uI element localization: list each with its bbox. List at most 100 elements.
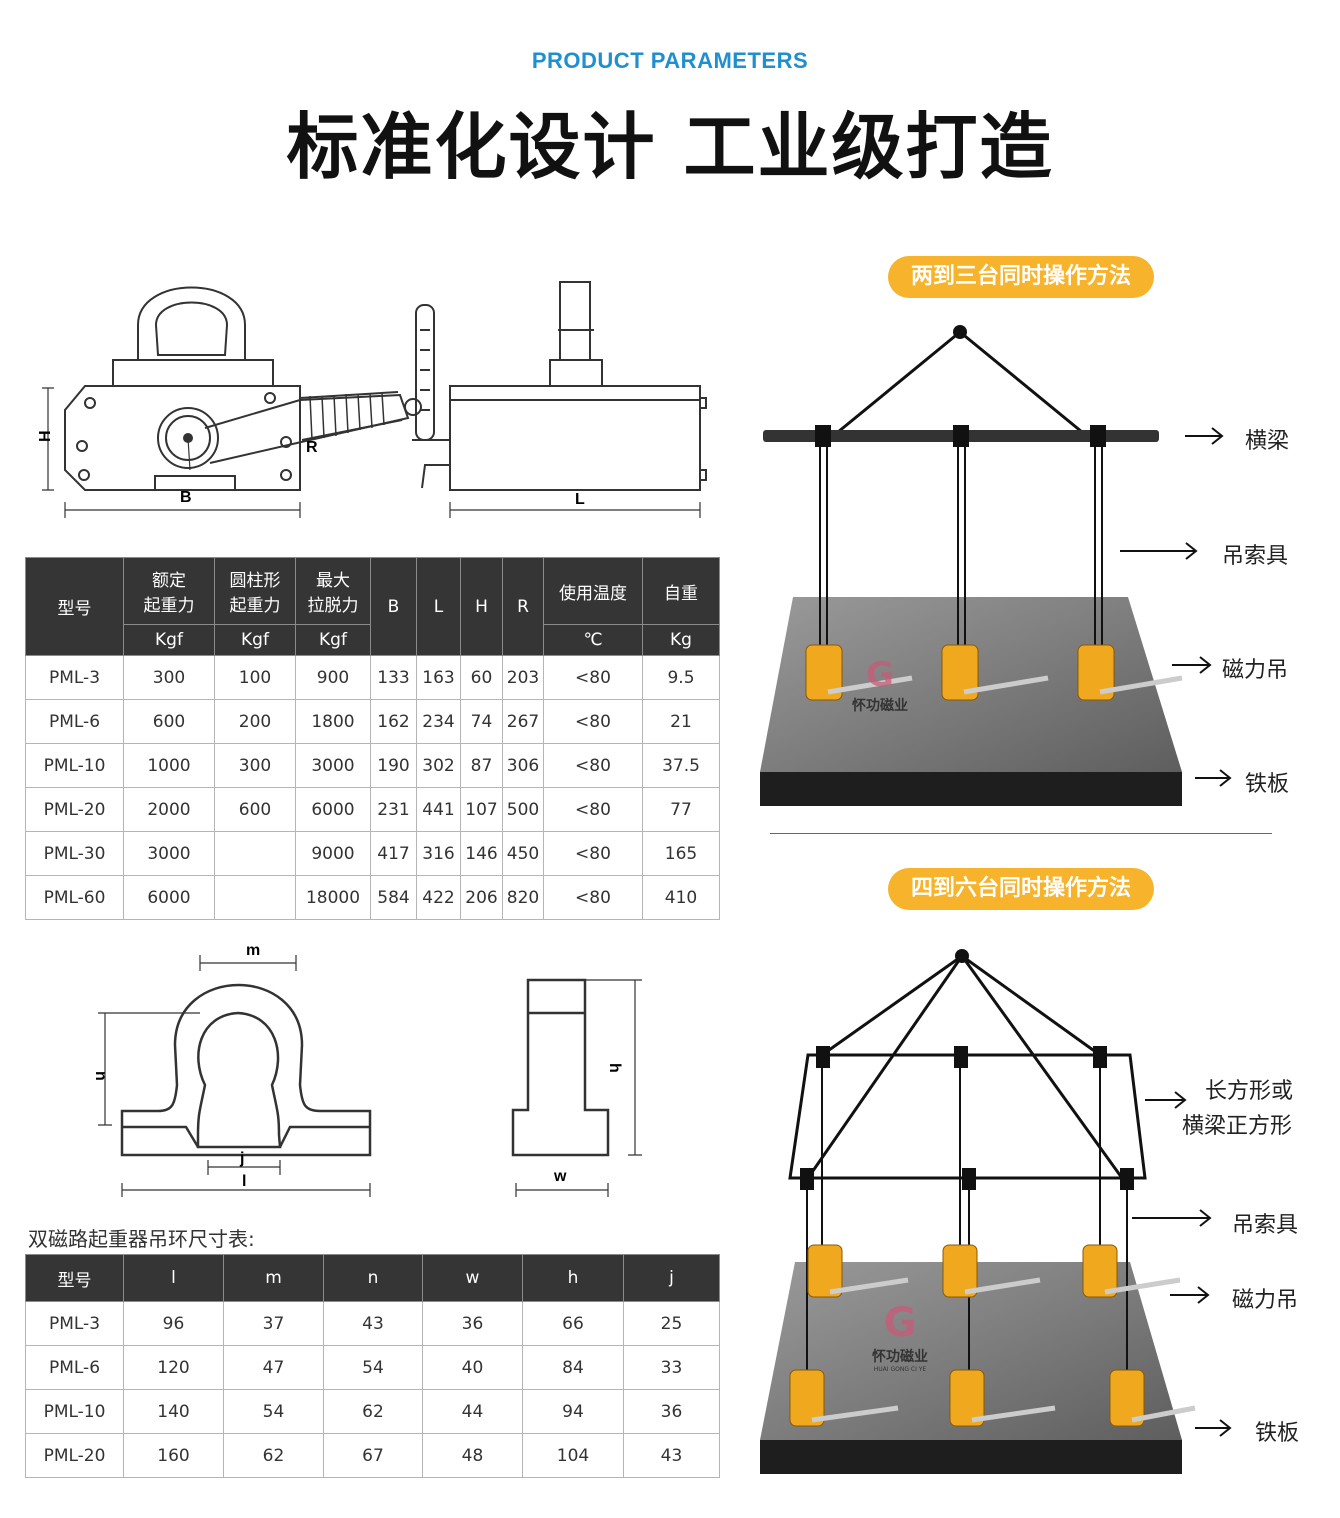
spec-cell: <80 (543, 831, 643, 876)
th-temp: 使用温度 (543, 557, 643, 625)
dim-w: w (553, 1168, 567, 1185)
spec-cell: 300 (123, 655, 215, 700)
label-magnet-1: 磁力吊 (1222, 658, 1289, 683)
method1-title: 两到三台同时操作方法 (888, 256, 1154, 298)
ring-cell: 36 (623, 1389, 720, 1434)
spec-cell: 163 (416, 655, 461, 700)
page-title: 标准化设计 工业级打造 (286, 105, 1054, 189)
spec-cell: 417 (370, 831, 417, 876)
th-rated: 额定起重力 (123, 557, 215, 625)
ring-cell: PML-6 (25, 1345, 124, 1390)
spec-cell: PML-20 (25, 787, 124, 832)
ring-th: m (223, 1254, 324, 1302)
spec-cell: 9000 (295, 831, 371, 876)
spec-cell: <80 (543, 743, 643, 788)
spec-cell: 6000 (295, 787, 371, 832)
brand-name: 怀功磁业 (852, 698, 908, 714)
divider (770, 833, 1272, 834)
dim-H: H (37, 430, 54, 442)
ring-th: j (623, 1254, 720, 1302)
ring-cell: PML-20 (25, 1433, 124, 1478)
ring-cell: 37 (223, 1301, 324, 1346)
dim-R: R (306, 439, 318, 456)
th-B: B (370, 557, 417, 656)
label-frame-line2: 横梁正方形 (1182, 1114, 1293, 1139)
spec-cell: 9.5 (642, 655, 720, 700)
ring-cell: 54 (223, 1389, 324, 1434)
method2-title: 四到六台同时操作方法 (888, 868, 1154, 910)
dim-m: m (246, 942, 260, 959)
spec-cell: <80 (543, 787, 643, 832)
spec-cell: 1000 (123, 743, 215, 788)
spec-cell: 77 (642, 787, 720, 832)
ring-th: 型号 (25, 1254, 124, 1302)
th-L: L (416, 557, 461, 656)
brand-watermark-2: G 怀功磁业 HUAI GONG CI YE (855, 1300, 945, 1373)
spec-cell (214, 875, 296, 920)
spec-cell: 306 (502, 743, 544, 788)
spec-cell: 441 (416, 787, 461, 832)
ring-cell: 36 (422, 1301, 523, 1346)
spec-cell: 410 (642, 875, 720, 920)
spec-cell: 87 (460, 743, 503, 788)
spec-cell (214, 831, 296, 876)
spec-cell: PML-6 (25, 699, 124, 744)
label-beam-1: 横梁 (1245, 429, 1290, 454)
spec-cell: <80 (543, 875, 643, 920)
ring-cell: 140 (123, 1389, 224, 1434)
spec-cell: 162 (370, 699, 417, 744)
th-model: 型号 (25, 557, 124, 656)
spec-cell: PML-30 (25, 831, 124, 876)
ring-cell: 84 (522, 1345, 624, 1390)
dim-n: n (92, 1071, 109, 1081)
spec-cell: 37.5 (642, 743, 720, 788)
spec-cell: PML-10 (25, 743, 124, 788)
ring-cell: 120 (123, 1345, 224, 1390)
spec-cell: 146 (460, 831, 503, 876)
ring-dimension-drawing: m n j l h w (92, 942, 642, 1197)
logo-icon: G (866, 655, 894, 695)
dim-l: l (242, 1173, 246, 1190)
th-max: 最大拉脱力 (295, 557, 371, 625)
section-eyebrow: PRODUCT PARAMETERS (531, 48, 809, 73)
ring-table-caption: 双磁路起重器吊环尺寸表: (28, 1227, 255, 1251)
spec-cell: 18000 (295, 875, 371, 920)
ring-cell: 43 (623, 1433, 720, 1478)
spec-cell: 450 (502, 831, 544, 876)
spec-cell: 500 (502, 787, 544, 832)
dim-h: h (606, 1063, 623, 1073)
ring-cell: PML-3 (25, 1301, 124, 1346)
ring-cell: 96 (123, 1301, 224, 1346)
unit-rated: Kgf (123, 624, 215, 656)
spec-cell: 100 (214, 655, 296, 700)
spec-cell: 133 (370, 655, 417, 700)
label-plate-2: 铁板 (1255, 1421, 1300, 1446)
method1-illustration (760, 325, 1232, 806)
brand-name-en: HUAI GONG CI YE (873, 1366, 927, 1373)
th-weight: 自重 (642, 557, 720, 625)
ring-cell: 62 (323, 1389, 423, 1434)
spec-cell: PML-3 (25, 655, 124, 700)
spec-cell: 231 (370, 787, 417, 832)
spec-cell: 302 (416, 743, 461, 788)
spec-cell: 165 (642, 831, 720, 876)
spec-cell: 6000 (123, 875, 215, 920)
label-frame-line1: 长方形或 (1205, 1079, 1294, 1104)
spec-cell: 206 (460, 875, 503, 920)
unit-temp: ℃ (543, 624, 643, 656)
ring-th: n (323, 1254, 423, 1302)
ring-cell: 47 (223, 1345, 324, 1390)
spec-cell: 2000 (123, 787, 215, 832)
label-sling-1: 吊索具 (1222, 544, 1289, 569)
unit-cyl: Kgf (214, 624, 296, 656)
spec-cell: 1800 (295, 699, 371, 744)
spec-cell: 234 (416, 699, 461, 744)
